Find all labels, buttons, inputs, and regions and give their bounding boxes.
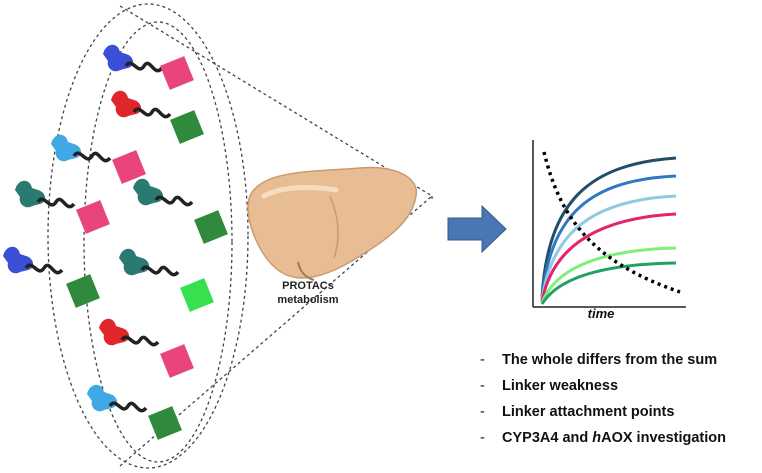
finding-item: - The whole differs from the sum	[480, 349, 726, 375]
bullet-dash: -	[480, 404, 485, 420]
liver-icon	[247, 166, 418, 281]
finding-text: Linker attachment points	[502, 404, 675, 420]
protac-molecule	[87, 384, 182, 440]
protac-molecule	[15, 180, 110, 234]
finding-text-post: AOX investigation	[601, 430, 726, 446]
curve-green	[540, 261, 677, 305]
protac-molecule	[111, 90, 204, 144]
protac-molecule	[103, 44, 194, 90]
finding-text: Linker weakness	[502, 378, 619, 394]
findings-list: - The whole differs from the sum - Linker …	[480, 349, 726, 453]
curve-dark-navy	[540, 156, 677, 298]
curve-light-blue	[540, 194, 677, 301]
liver-label-line1: PROTACs	[282, 280, 334, 292]
outer-dashed-ellipse	[47, 3, 249, 469]
protac-molecule	[119, 248, 214, 312]
finding-text: The whole differs from the sum	[502, 352, 718, 368]
plot-x-axis-label: time	[587, 306, 615, 321]
protac-molecule	[133, 178, 228, 244]
finding-item: - Linker attachment points	[480, 401, 726, 427]
kinetics-plot	[532, 140, 686, 308]
bullet-dash: -	[480, 378, 485, 394]
inner-dashed-ellipse	[83, 21, 233, 463]
liver-label-line2: metabolism	[277, 294, 339, 306]
curve-light-green	[540, 246, 677, 304]
bullet-dash: -	[480, 352, 485, 368]
bullet-dash: -	[480, 430, 485, 446]
protac-molecule	[99, 318, 194, 378]
finding-item: - Linker weakness	[480, 375, 726, 401]
protac-molecules	[3, 44, 228, 440]
finding-text-italic: h	[592, 430, 602, 446]
liver-label: PROTACs metabolism	[268, 279, 348, 307]
protac-molecule	[3, 246, 100, 308]
cone-edge-top	[119, 5, 433, 197]
protac-molecule	[51, 134, 146, 184]
curve-blue	[540, 174, 677, 301]
finding-text-pre: CYP3A4 and	[502, 430, 593, 446]
finding-item: - CYP3A4 and hAOX investigation	[480, 427, 726, 453]
curve-magenta	[540, 212, 677, 303]
right-arrow-icon	[447, 204, 507, 254]
